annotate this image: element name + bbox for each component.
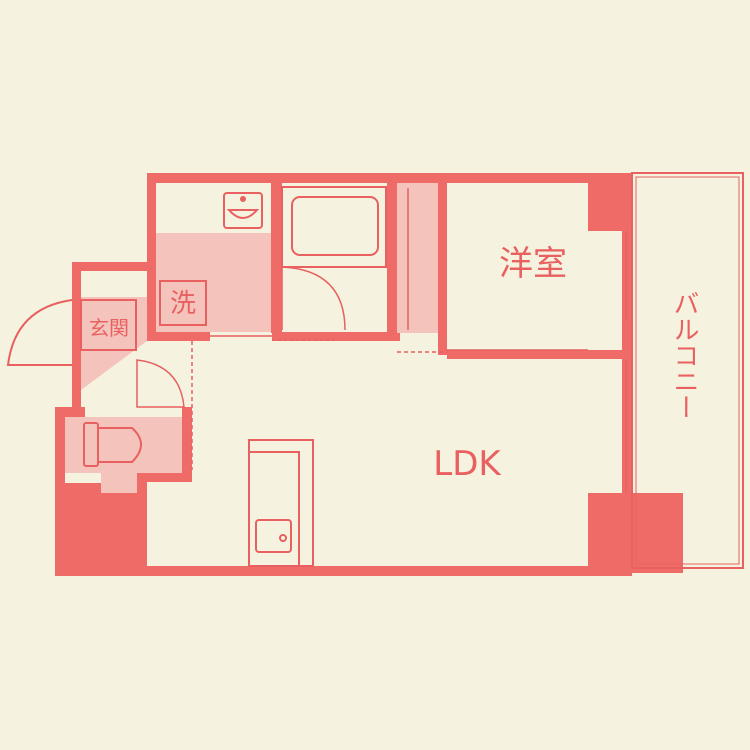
toilet-bowl (98, 427, 142, 463)
entrance-label-box (80, 299, 137, 351)
washroom-label-box (159, 280, 207, 326)
toilet-tank (83, 422, 99, 467)
washbasin (223, 192, 263, 229)
walls (55, 173, 683, 576)
western-room-label: 洋室 (499, 244, 567, 284)
washroom-label: 洗 (170, 289, 196, 319)
toilet-floor (65, 417, 182, 473)
toilet-door (136, 359, 185, 408)
bathtub (281, 186, 387, 268)
balcony-label: バルコニー (669, 290, 699, 420)
bath-door (281, 266, 346, 331)
entrance-label: 玄関 (89, 316, 129, 340)
sink (255, 519, 292, 553)
entrance-door (6, 299, 73, 366)
entrance-floor (81, 297, 147, 390)
closet-floor (397, 183, 438, 333)
fixture-lines (6, 172, 744, 569)
kitchen-counter (248, 439, 314, 567)
washroom-floor (156, 233, 271, 332)
balcony (631, 172, 744, 569)
ldk-label: LDK (433, 444, 502, 484)
